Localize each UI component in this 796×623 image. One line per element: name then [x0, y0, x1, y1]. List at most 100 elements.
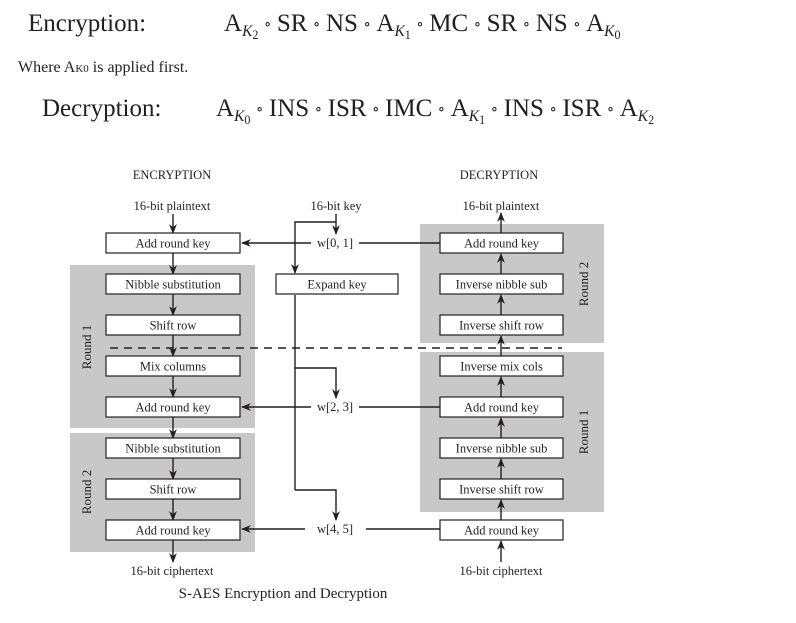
- enc-r1-step-1-rect: [105, 273, 241, 295]
- enc-add-round-key-initial: Add round key: [105, 232, 241, 254]
- expand-key-box-rect: [275, 273, 399, 295]
- dec-r1-step-1-rect: [439, 478, 564, 500]
- enc-round1-label: Round 1: [79, 325, 94, 369]
- note-prefix: Where A: [18, 59, 76, 76]
- compose-operator: ∘: [549, 101, 557, 119]
- dec-ciphertext-label: 16-bit ciphertext: [460, 564, 543, 578]
- note-text: Where AK0 is applied first.: [18, 59, 188, 77]
- decryption-equation: Decryption: AK0∘INS∘ISR∘IMC∘AK1∘INS∘ISR∘…: [42, 95, 796, 131]
- dec-r2-step-3-rect: [439, 232, 564, 254]
- equation-term: AK2: [619, 95, 655, 128]
- dec-add-round-key-initial-rect: [439, 519, 564, 541]
- equation-term: SR: [276, 10, 308, 37]
- equation-term: AK1: [376, 10, 411, 43]
- dec-add-round-key-initial-label: Add round key: [464, 524, 540, 538]
- enc-r2-step-2-label: Shift row: [150, 483, 197, 497]
- enc-plaintext-label: 16-bit plaintext: [134, 199, 211, 213]
- dec-r2-step-2-label: Inverse nibble sub: [456, 278, 548, 292]
- diagram-caption: S-AES Encryption and Decryption: [179, 586, 388, 602]
- compose-operator: ∘: [363, 16, 371, 34]
- dec-r1-step-1: Inverse shift row: [439, 478, 564, 500]
- dec-r1-step-4: Inverse mix cols: [439, 355, 564, 377]
- compose-operator: ∘: [490, 101, 499, 119]
- enc-r1-step-4-label: Add round key: [136, 401, 212, 415]
- key-schedule-lines: [241, 214, 440, 533]
- dec-add-round-key-initial: Add round key: [439, 519, 564, 541]
- enc-r1-step-1: Nibble substitution: [105, 273, 241, 295]
- compose-operator: ∘: [606, 101, 615, 119]
- equation-term: AK0: [586, 10, 621, 43]
- dec-r1-step-3-rect: [439, 396, 564, 418]
- enc-r2-step-1: Nibble substitution: [105, 437, 241, 459]
- compose-operator: ∘: [263, 16, 272, 34]
- dec-r1-step-3-label: Add round key: [464, 401, 540, 415]
- note-suffix: is applied first.: [88, 59, 189, 76]
- key-word-w45: w[4, 5]: [317, 522, 353, 536]
- equation-term: AK0: [216, 95, 251, 128]
- encryption-equation-label: Encryption:: [28, 10, 147, 37]
- dec-r1-step-2: Inverse nibble sub: [439, 437, 564, 459]
- equation-term: INS: [503, 95, 544, 122]
- dec-r1-step-1-label: Inverse shift row: [459, 483, 544, 497]
- equation-term: SR: [486, 10, 518, 37]
- dec-r1-step-2-rect: [439, 437, 564, 459]
- dec-r1-step-4-label: Inverse mix cols: [460, 360, 543, 374]
- encryption-heading: ENCRYPTION: [133, 168, 211, 182]
- compose-operator: ∘: [416, 16, 424, 34]
- key-input-label: 16-bit key: [310, 199, 362, 213]
- enc-r1-step-3-rect: [105, 355, 241, 377]
- enc-add-round-key-initial-rect: [105, 232, 241, 254]
- equation-term: ISR: [562, 95, 602, 122]
- dec-r1-step-3: Add round key: [439, 396, 564, 418]
- dec-r2-step-2-rect: [439, 273, 564, 295]
- enc-add-round-key-initial-label: Add round key: [136, 237, 212, 251]
- equation-term: INS: [268, 95, 310, 122]
- dec-round2-label: Round 2: [576, 262, 591, 306]
- compose-operator: ∘: [312, 16, 321, 34]
- dec-plaintext-label: 16-bit plaintext: [463, 199, 540, 213]
- compose-operator: ∘: [255, 101, 264, 119]
- encryption-equation: Encryption: AK2∘SR∘NS∘AK1∘MC∘SR∘NS∘AK0: [28, 10, 796, 46]
- compose-operator: ∘: [314, 101, 323, 119]
- decryption-expression: AK0∘INS∘ISR∘IMC∘AK1∘INS∘ISR∘AK2: [216, 95, 654, 128]
- enc-ciphertext-label: 16-bit ciphertext: [131, 564, 214, 578]
- compose-operator: ∘: [437, 101, 446, 119]
- enc-r2-step-2-rect: [105, 478, 241, 500]
- expand-key-box-label: Expand key: [307, 278, 367, 292]
- compose-operator: ∘: [522, 16, 531, 34]
- compose-operator: ∘: [473, 16, 482, 34]
- decryption-heading: DECRYPTION: [460, 168, 538, 182]
- equation-term: MC: [429, 10, 469, 37]
- enc-r2-step-3: Add round key: [105, 519, 241, 541]
- dec-r2-step-1-rect: [439, 314, 564, 336]
- decryption-equation-label: Decryption:: [42, 95, 162, 122]
- dec-r2-step-1: Inverse shift row: [439, 314, 564, 336]
- note-subscript: K0: [75, 63, 89, 75]
- key-word-w01: w[0, 1]: [317, 236, 353, 250]
- equation-term: AK1: [450, 95, 486, 128]
- dec-r1-step-4-rect: [439, 355, 564, 377]
- enc-r2-step-1-rect: [105, 437, 241, 459]
- enc-round2-label: Round 2: [79, 470, 94, 514]
- compose-operator: ∘: [573, 16, 581, 34]
- dec-r2-step-1-label: Inverse shift row: [459, 319, 544, 333]
- equation-term: NS: [325, 10, 358, 37]
- enc-r1-step-1-label: Nibble substitution: [125, 278, 221, 292]
- dec-r2-step-2: Inverse nibble sub: [439, 273, 564, 295]
- enc-r2-step-2: Shift row: [105, 478, 241, 500]
- dec-round1-label: Round 1: [576, 410, 591, 454]
- equation-term: ISR: [327, 95, 367, 122]
- enc-r1-step-4: Add round key: [105, 396, 241, 418]
- enc-r1-step-3: Mix columns: [105, 355, 241, 377]
- equation-term: AK2: [224, 10, 259, 43]
- compose-operator: ∘: [371, 101, 380, 119]
- enc-r1-step-3-label: Mix columns: [140, 360, 206, 374]
- dec-r2-step-3-label: Add round key: [464, 237, 540, 251]
- key-word-w23: w[2, 3]: [317, 400, 353, 414]
- enc-r1-step-2-rect: [105, 314, 241, 336]
- encryption-expression: AK2∘SR∘NS∘AK1∘MC∘SR∘NS∘AK0: [224, 10, 621, 43]
- enc-r2-step-1-label: Nibble substitution: [125, 442, 221, 456]
- enc-r2-step-3-label: Add round key: [136, 524, 212, 538]
